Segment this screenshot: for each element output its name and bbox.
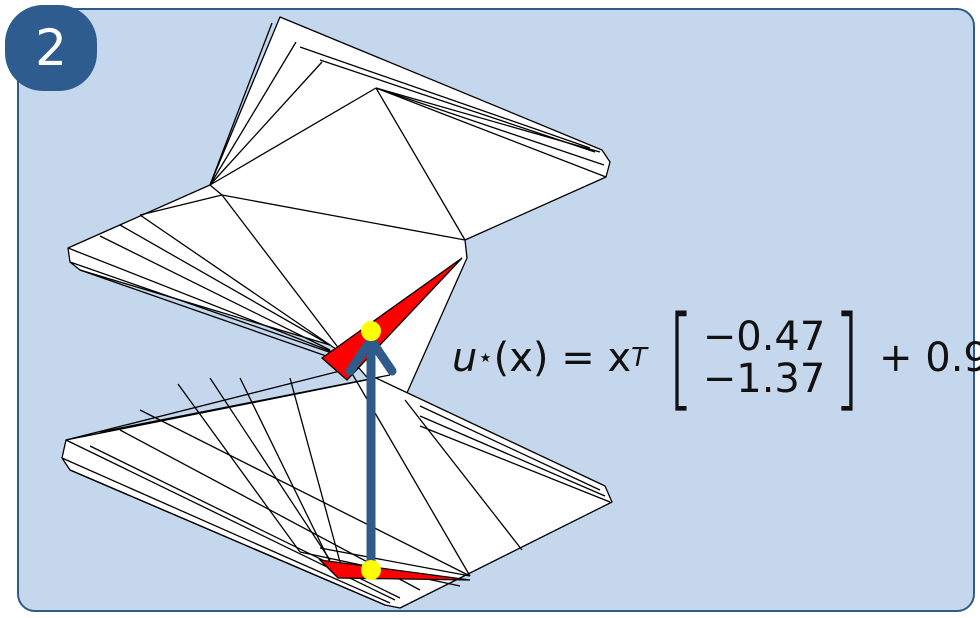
formula-matrix: [ −0.47 −1.37 ] (659, 302, 869, 414)
formula-argument: (x) = x (494, 335, 632, 381)
step-number: 2 (35, 19, 67, 77)
matrix-left-bracket: [ (668, 302, 694, 414)
lower-point (361, 560, 381, 580)
step-number-badge: 2 (5, 5, 97, 91)
formula-star: ⋆ (477, 343, 493, 373)
formula-offset: + 0.98 (879, 335, 980, 381)
matrix-entry-1: −0.47 (703, 316, 826, 358)
matrix-entry-2: −1.37 (703, 358, 826, 400)
matrix-right-bracket: ] (834, 302, 860, 414)
formula-transpose: T (631, 343, 647, 373)
matrix-column: −0.47 −1.37 (703, 316, 826, 400)
formula-function: u (452, 335, 477, 381)
policy-formula: u⋆ (x) = xT [ −0.47 −1.37 ] + 0.98 (452, 302, 980, 414)
upper-point (361, 321, 381, 341)
